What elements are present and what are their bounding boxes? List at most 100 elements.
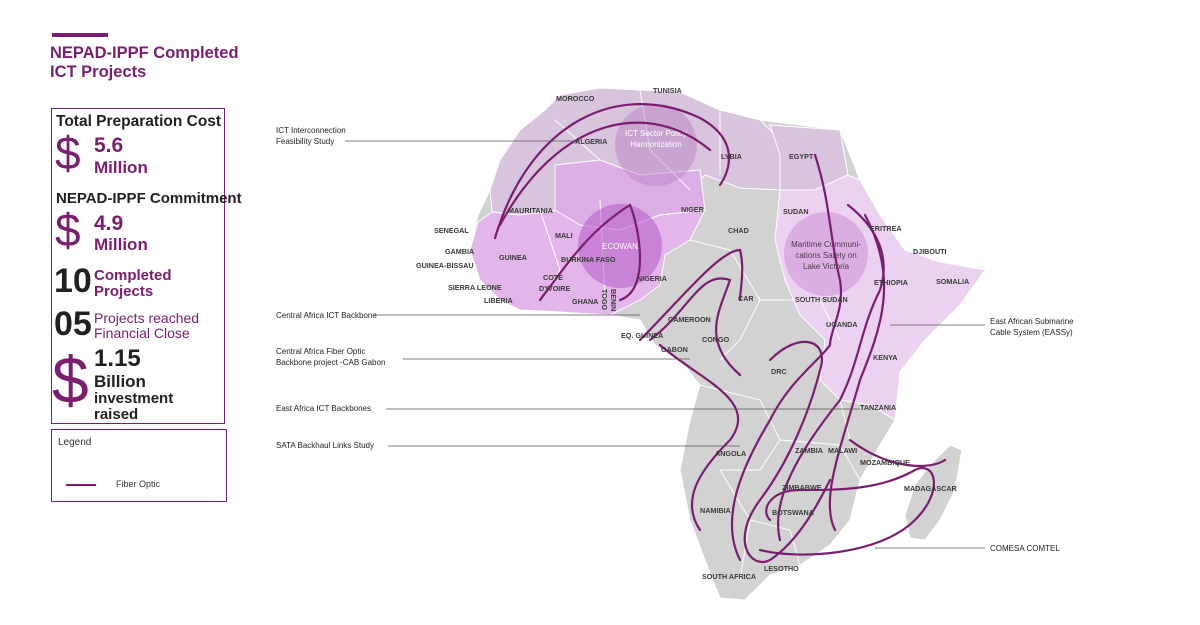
country-label-uganda: UGANDA: [826, 320, 858, 329]
country-label-namibia: NAMIBIA: [700, 506, 731, 515]
country-label-car: CAR: [738, 294, 754, 303]
dollar-icon: $: [55, 204, 81, 256]
country-label-chad: CHAD: [728, 226, 749, 235]
stats-panel: Total Preparation Cost $ 5.6 Million NEP…: [51, 108, 242, 424]
country-label-nigeria: NIGERIA: [637, 274, 667, 283]
country-label-kenya: KENYA: [873, 353, 898, 362]
completed-number: 10: [54, 262, 92, 300]
country-label-drc: DRC: [771, 367, 787, 376]
country-label-djibouti: DJIBOUTI: [913, 247, 947, 256]
completed-line-2: Projects: [94, 283, 154, 300]
country-label-niger: NIGER: [681, 205, 705, 214]
investment-value: 1.15: [94, 345, 141, 372]
commitment-value: 4.9: [94, 212, 124, 235]
country-label-ethiopia: ETHIOPIA: [874, 278, 908, 287]
sahel-region: [554, 159, 706, 231]
country-label-tunisia: TUNISIA: [653, 86, 682, 95]
country-label-malawi: MALAWI: [828, 446, 857, 455]
maritime-label-1: Maritime Communi-: [791, 240, 861, 249]
fiber-route-west-loop: [538, 203, 641, 302]
country-label-ghana: GHANA: [572, 297, 598, 306]
country-label-liberia: LIBERIA: [484, 296, 513, 305]
fiber-route-central-2: [648, 277, 742, 377]
callout-comesa: COMESA COMTEL: [990, 544, 1060, 553]
financial-line-2: Financial Close: [94, 325, 190, 341]
country-label-south-africa: SOUTH AFRICA: [702, 572, 756, 581]
prep-cost-label: Total Preparation Cost: [56, 113, 222, 130]
fiber-route-east-3: [828, 213, 886, 532]
completed-line-1: Completed: [94, 267, 172, 284]
ecowan-label: ECOWAN: [602, 242, 638, 251]
country-label-cote-2: D'IVOIRE: [539, 284, 570, 293]
prep-cost-value: 5.6: [94, 134, 124, 157]
country-label-madagascar: MADAGASCAR: [904, 484, 958, 493]
country-label-eq-guinea: EQ. GUINEA: [621, 331, 663, 340]
fiber-route-mozambique: [848, 438, 947, 468]
fiber-route-east-1: [730, 153, 843, 562]
ict-policy-zone: [615, 104, 697, 186]
callout-eassy-2: Cable System (EASSy): [990, 328, 1073, 337]
investment-line-2: investment: [94, 390, 174, 407]
country-label-lesotho: LESOTHO: [764, 564, 799, 573]
country-label-angola: ANGOLA: [715, 449, 746, 458]
callout-ict-interconnection-2: Feasibility Study: [276, 137, 334, 146]
country-label-morocco: MOROCCO: [556, 94, 595, 103]
maritime-label-3: Lake Victoria: [803, 262, 850, 271]
fiber-route-comesa: [758, 467, 935, 556]
callout-eassy-1: East African Submarine: [990, 317, 1074, 326]
country-label-sudan: SUDAN: [783, 207, 809, 216]
country-label-togo: TOGO: [600, 289, 609, 310]
country-label-congo: CONGO: [702, 335, 730, 344]
country-label-egypt: EGYPT: [789, 152, 814, 161]
fiber-optic-legend-swatch: [66, 484, 96, 486]
fiber-optic-routes: [493, 103, 947, 563]
prep-cost-unit: Million: [94, 158, 148, 177]
callout-cab-gabon-1: Central Africa Fiber Optic: [276, 347, 365, 356]
country-label-lybia: LYBIA: [721, 152, 742, 161]
country-label-eritrea: ERITREA: [870, 224, 902, 233]
callout-ict-interconnection-1: ICT Interconnection: [276, 126, 346, 135]
title-accent-bar: [52, 33, 108, 37]
fiber-route-north-arc: [493, 103, 730, 240]
commitment-unit: Million: [94, 235, 148, 254]
financial-number: 05: [54, 305, 92, 343]
country-label-algeria: ALGERIA: [575, 137, 607, 146]
country-label-sierra-leone: SIERRA LEONE: [448, 283, 502, 292]
country-label-south-sudan: SOUTH SUDAN: [795, 295, 848, 304]
country-label-mali: MALI: [555, 231, 573, 240]
fiber-route-east-2: [777, 203, 885, 542]
fiber-route-north-arc-2: [498, 121, 712, 227]
investment-line-3: raised: [94, 406, 139, 423]
country-label-senegal: SENEGAL: [434, 226, 469, 235]
fiber-route-south-loop: [743, 340, 832, 563]
country-label-zambia: ZAMBIA: [795, 446, 823, 455]
country-label-mozambique: MOZAMBIQUE: [860, 458, 910, 467]
country-label-tanzania: TANZANIA: [860, 403, 896, 412]
investment-line-1: Billion: [94, 372, 146, 391]
callout-lines: [345, 140, 985, 549]
maritime-label-2: cations Safety on: [795, 251, 856, 260]
legend-title: Legend: [58, 437, 92, 448]
legend-panel: Legend Fiber Optic: [51, 429, 227, 502]
country-label-guinea-bissau: GUINEA-BISSAU: [416, 261, 474, 270]
dollar-icon: $: [55, 127, 81, 179]
fiber-optic-legend-label: Fiber Optic: [116, 479, 161, 489]
title-line-2: ICT Projects: [50, 63, 147, 81]
country-label-benin: BENIN: [609, 289, 618, 311]
country-label-gambia: GAMBIA: [445, 247, 474, 256]
country-label-cameroon: CAMEROON: [668, 315, 711, 324]
country-label-botswana: BOTSWANA: [772, 508, 814, 517]
ict-policy-label-1: ICT Sector Policy: [625, 129, 687, 138]
financial-line-1: Projects reached: [94, 310, 200, 326]
country-label-zimbabwe: ZIMBABWE: [782, 483, 822, 492]
fiber-route-southwest: [658, 343, 739, 532]
country-label-guinea: GUINEA: [499, 253, 527, 262]
callout-sata-backhaul: SATA Backhaul Links Study: [276, 441, 374, 450]
commitment-label: NEPAD-IPPF Commitment: [56, 190, 242, 207]
lake-victoria-zone: [784, 212, 868, 296]
ecowan-zone: [578, 204, 662, 288]
title-line-1: NEPAD-IPPF Completed: [50, 44, 239, 62]
callout-central-africa-backbone: Central Africa ICT Backbone: [276, 311, 377, 320]
page-title: NEPAD-IPPF Completed ICT Projects: [50, 44, 270, 82]
